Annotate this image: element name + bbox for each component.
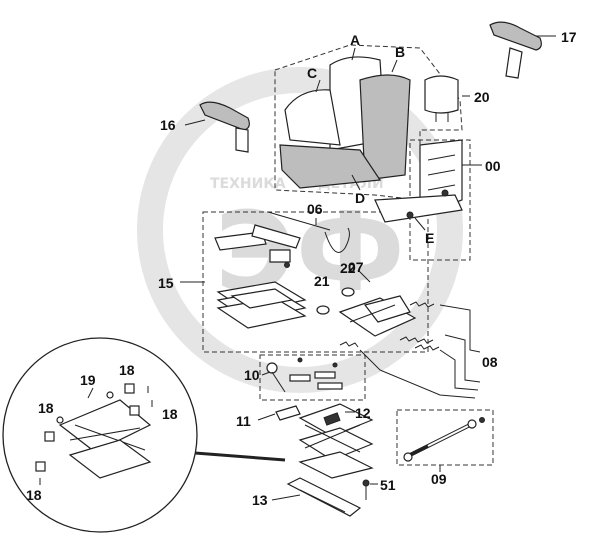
label-51: 51	[380, 477, 396, 493]
detail-view	[2, 337, 286, 533]
slide-rails	[214, 211, 331, 268]
label-18-bottom: 18	[26, 487, 42, 503]
label-15: 15	[158, 275, 174, 291]
cable	[324, 227, 350, 253]
group-box-09	[396, 409, 494, 466]
label-E: E	[425, 230, 434, 246]
label-09: 09	[431, 471, 447, 487]
label-18-right: 18	[162, 406, 178, 422]
springs	[339, 301, 481, 399]
suspension-boot	[216, 281, 307, 329]
label-17: 17	[561, 29, 577, 45]
label-00: 00	[485, 158, 501, 174]
label-B: B	[395, 44, 405, 60]
group-box-00	[409, 139, 471, 261]
bolt-51	[362, 479, 370, 500]
label-19: 19	[80, 372, 96, 388]
label-16: 16	[160, 117, 176, 133]
watermark-left-text: ТЕХНИКА	[210, 176, 286, 192]
seat-cushion-assembly	[279, 56, 411, 189]
label-18-top: 18	[119, 362, 135, 378]
headrest	[424, 75, 459, 114]
shock-absorber	[403, 417, 485, 462]
label-13: 13	[252, 492, 268, 508]
label-21: 21	[314, 273, 330, 289]
seat-assembly-group-box	[274, 44, 463, 201]
clip-11	[275, 405, 301, 421]
part-21	[316, 305, 330, 315]
armrest-right	[489, 21, 542, 51]
label-06: 06	[307, 201, 323, 217]
label-07: 07	[348, 259, 364, 275]
seat-frame	[374, 139, 463, 223]
label-08: 08	[482, 354, 498, 370]
label-11: 11	[236, 413, 251, 429]
label-22: 22	[340, 260, 356, 276]
label-20: 20	[474, 89, 490, 105]
handle-13	[286, 477, 362, 517]
label-A: A	[350, 32, 360, 48]
label-18-left: 18	[38, 400, 54, 416]
bolt-kit	[266, 357, 343, 393]
label-12: 12	[355, 405, 371, 421]
callout-labels: A B C D E 00 06 07 08 09 10 11 12 13 15 …	[26, 29, 577, 508]
label-10: 10	[244, 367, 260, 383]
part-22	[341, 287, 355, 297]
leader-lines	[87, 35, 556, 501]
label-C: C	[307, 65, 317, 81]
label-D: D	[355, 190, 365, 206]
base-plate	[338, 295, 417, 337]
